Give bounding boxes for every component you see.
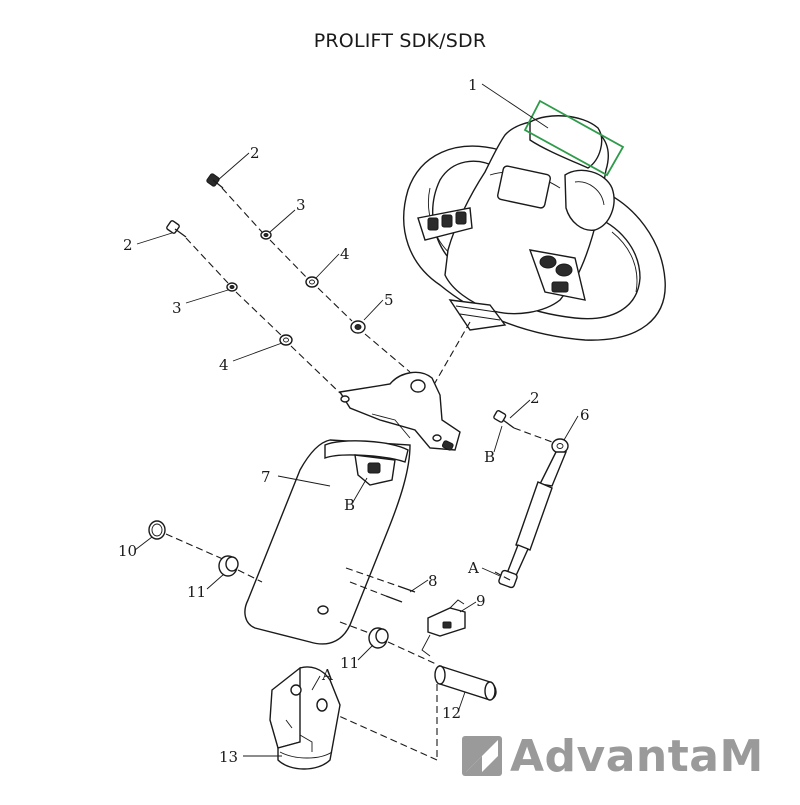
- callout-2-lower: 2: [123, 236, 133, 254]
- part-9-switch: [421, 599, 466, 657]
- ref-label-b-spring: B: [484, 448, 495, 466]
- ref-label-a-bracket: A: [321, 666, 333, 684]
- callout-5: 5: [384, 291, 394, 309]
- fastener-stack-lower: [166, 220, 341, 394]
- part-13-bracket: [269, 666, 341, 770]
- leader-lines: [134, 83, 579, 757]
- brand-watermark: AdvantaM: [462, 728, 764, 784]
- callout-2-spring: 2: [530, 389, 540, 407]
- part-3-washer-lower: [226, 282, 238, 292]
- callout-4-upper: 4: [340, 245, 350, 263]
- ref-label-a-spring: A: [467, 559, 479, 577]
- part-12-pin: [434, 665, 497, 701]
- part-5-washer: [350, 320, 366, 334]
- part-4-washer-lower: [279, 334, 293, 346]
- callout-labels: 1 2 2 3 3 4 4 5 2 6 7 10 11 8 9 11 12 13…: [118, 76, 590, 766]
- callout-6: 6: [580, 406, 590, 424]
- callout-11-lower: 11: [340, 654, 359, 672]
- part-2-bolt-upper: [206, 173, 224, 189]
- callout-10: 10: [118, 542, 137, 560]
- callout-11-upper: 11: [187, 583, 206, 601]
- part-11-bushing-lower: [368, 627, 389, 649]
- callout-13: 13: [219, 748, 238, 766]
- mounting-plate: [338, 371, 461, 451]
- callout-2-upper: 2: [250, 144, 260, 162]
- callout-4-lower: 4: [219, 356, 229, 374]
- diagram-title: PROLIFT SDK/SDR: [313, 30, 487, 52]
- fastener-stack-upper: [206, 173, 411, 373]
- callout-1: 1: [468, 76, 478, 94]
- advantam-logo-icon: [462, 736, 502, 776]
- part-2-bolt-spring: [493, 410, 515, 429]
- part-11-bushing-upper: [218, 555, 239, 577]
- callout-3-upper: 3: [296, 196, 306, 214]
- left-button-cluster: [417, 207, 473, 241]
- highlight-box: [523, 99, 625, 177]
- callout-3-lower: 3: [172, 299, 182, 317]
- part-4-washer-upper: [305, 276, 319, 288]
- part-3-washer-upper: [260, 230, 272, 240]
- part-1-handle-head: [403, 99, 666, 341]
- brand-name: AdvantaM: [510, 730, 764, 782]
- right-button-cluster: [528, 249, 586, 301]
- part-7-tiller-arm: [244, 439, 411, 645]
- part-6-gas-spring: [493, 410, 569, 589]
- callout-12: 12: [442, 704, 461, 722]
- callout-7: 7: [261, 468, 271, 486]
- callout-8: 8: [428, 572, 438, 590]
- callout-9: 9: [476, 592, 486, 610]
- part-2-bolt-lower: [166, 220, 187, 238]
- part-10-ring: [148, 520, 166, 540]
- ref-label-b-arm: B: [344, 496, 355, 514]
